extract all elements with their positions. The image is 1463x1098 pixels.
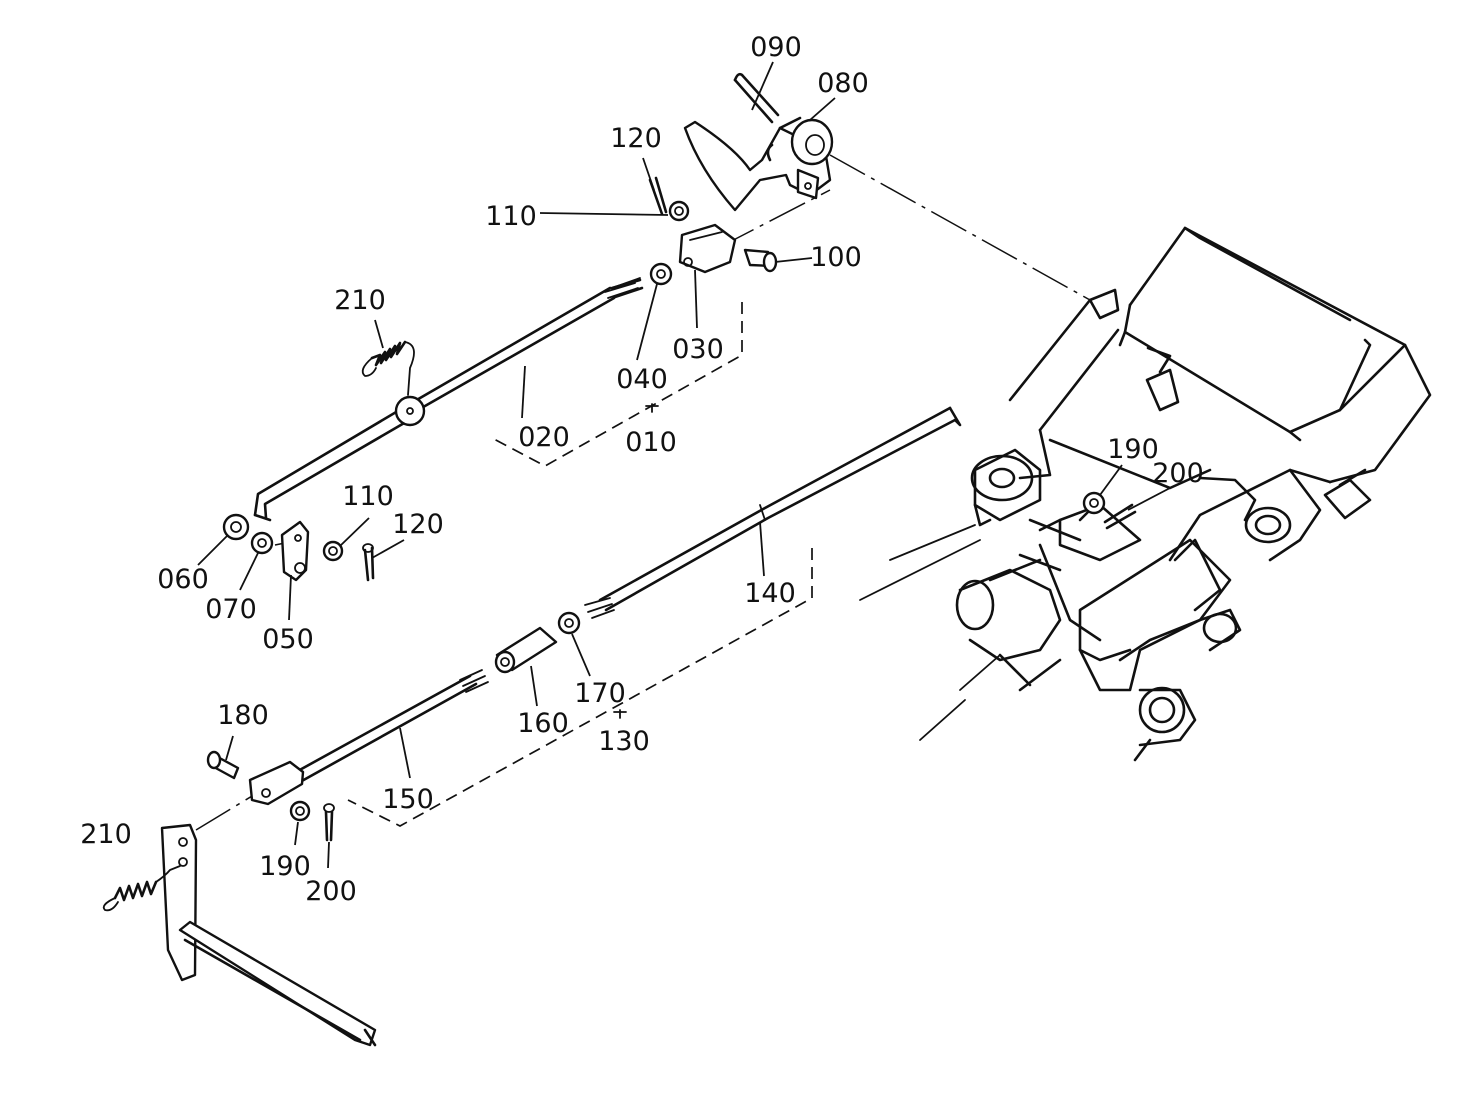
nut-170 [557, 611, 581, 635]
washer-060 [222, 513, 250, 541]
leader-lines [197, 61, 1171, 869]
part-label-p120a: 120 [610, 123, 662, 154]
part-label-p080: 080 [817, 68, 869, 99]
part-label-p140: 140 [744, 578, 796, 609]
clevis-pin-100 [743, 248, 778, 273]
part-label-p040: 040 [616, 364, 668, 395]
clevis-030 [678, 223, 737, 274]
pin-180 [206, 750, 240, 780]
cotter-pin-120-lower [362, 543, 375, 582]
spring-210-lower [102, 865, 181, 912]
part-label-p190b: 190 [259, 851, 311, 882]
part-label-p120b: 120 [392, 509, 444, 540]
bracket-010 [491, 302, 743, 467]
part-label-p190a: 190 [1107, 434, 1159, 465]
part-label-p070: 070 [205, 594, 257, 625]
part-label-p010: 010 [625, 427, 677, 458]
clevis-150-end [248, 760, 305, 806]
clevis-050 [280, 520, 310, 582]
bracket-130 [347, 548, 813, 827]
washer-070 [250, 531, 274, 555]
part-label-p100: 100 [810, 242, 862, 273]
part-label-p110b: 110 [342, 481, 394, 512]
spring-210-upper [361, 340, 415, 396]
cotter-pin-200-lower [323, 803, 335, 842]
part-label-p180: 180 [217, 700, 269, 731]
washer-110-lower [322, 540, 344, 562]
part-label-p200a: 200 [1152, 458, 1204, 489]
part-label-p130: 130 [598, 726, 650, 757]
part-label-p150: 150 [382, 784, 434, 815]
rod-140 [584, 406, 962, 619]
pedal-lever [160, 823, 377, 1047]
cotter-pin-090 [733, 72, 780, 124]
nut-040 [649, 262, 673, 286]
rod-150 [294, 669, 489, 784]
part-label-p110a: 110 [485, 201, 537, 232]
washer-110-upper [668, 200, 690, 222]
part-label-p050: 050 [262, 624, 314, 655]
coupler-160 [494, 626, 558, 674]
part-label-p210a: 210 [334, 285, 386, 316]
part-label-p060: 060 [157, 564, 209, 595]
upper-lever-080 [683, 116, 834, 212]
part-label-p200b: 200 [305, 876, 357, 907]
washer-190-lower [289, 800, 311, 822]
cotter-pin-200-upper [1103, 503, 1137, 530]
part-label-p170: 170 [574, 678, 626, 709]
part-label-p030: 030 [672, 334, 724, 365]
part-label-p160: 160 [517, 708, 569, 739]
part-label-p210b: 210 [80, 819, 132, 850]
chassis-frame [859, 226, 1432, 762]
rod-020 [253, 277, 644, 522]
washer-190-upper [1082, 491, 1106, 515]
part-label-p090: 090 [750, 32, 802, 63]
part-label-p020: 020 [518, 422, 570, 453]
